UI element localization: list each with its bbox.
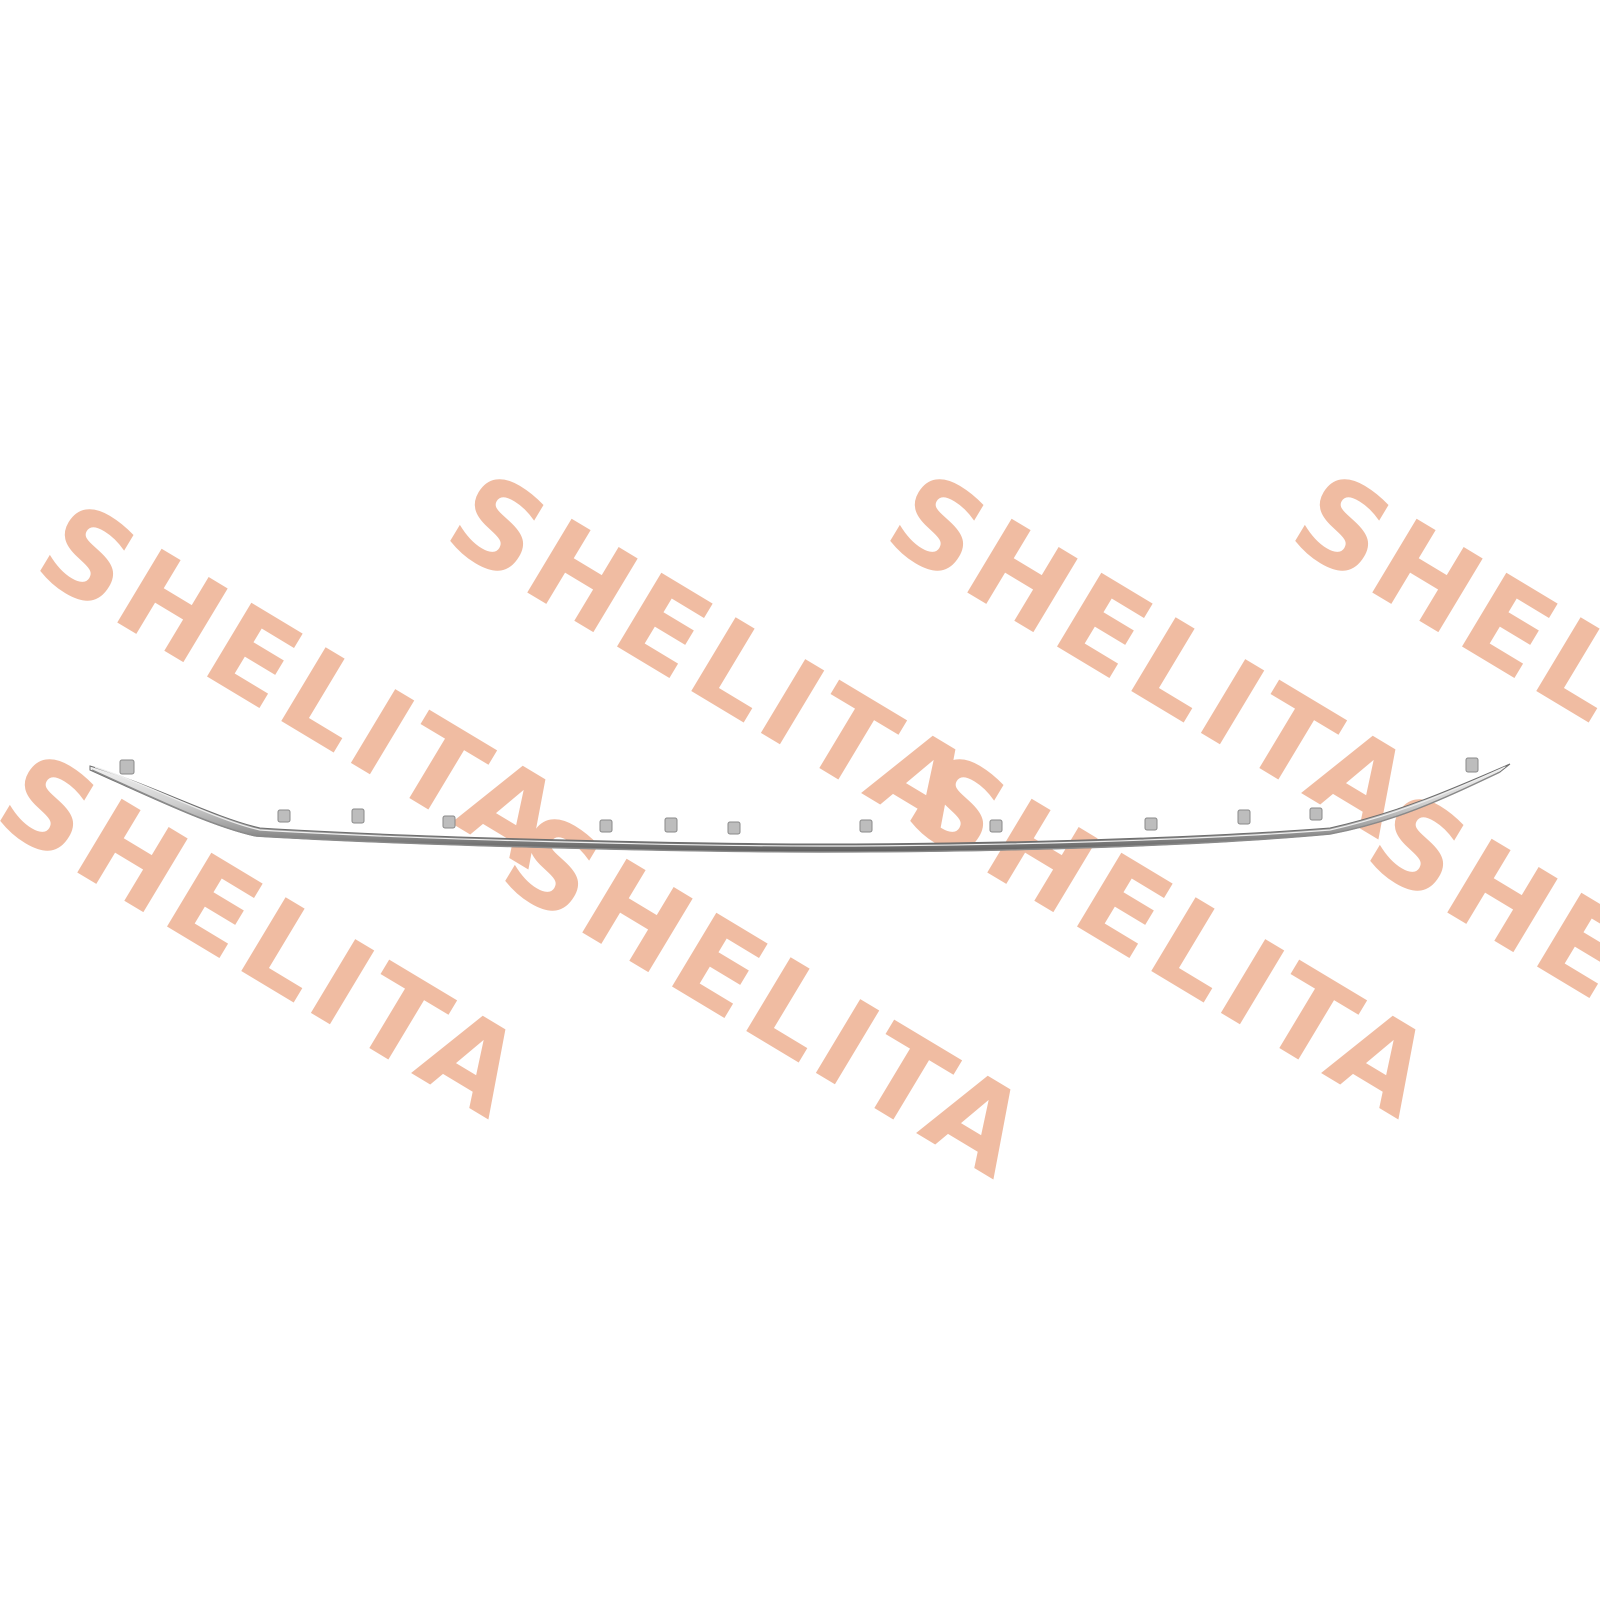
mounting-clip [1237, 809, 1251, 825]
mounting-clip [442, 815, 456, 829]
mounting-clip [351, 808, 365, 824]
mounting-clip [859, 819, 873, 833]
mounting-clip [1309, 807, 1323, 821]
mounting-clip [1144, 817, 1158, 831]
chrome-trim-strip [89, 757, 1511, 853]
mounting-clip [119, 759, 135, 775]
mounting-clip [599, 819, 613, 833]
mounting-clip [664, 817, 678, 833]
mounting-clips [119, 757, 1479, 835]
mounting-clip [277, 809, 291, 823]
trim-highlight [94, 766, 1506, 847]
mounting-clip [1465, 757, 1479, 773]
mounting-clip [989, 819, 1003, 833]
mounting-clip [727, 821, 741, 835]
trim-shadow [91, 769, 1501, 853]
